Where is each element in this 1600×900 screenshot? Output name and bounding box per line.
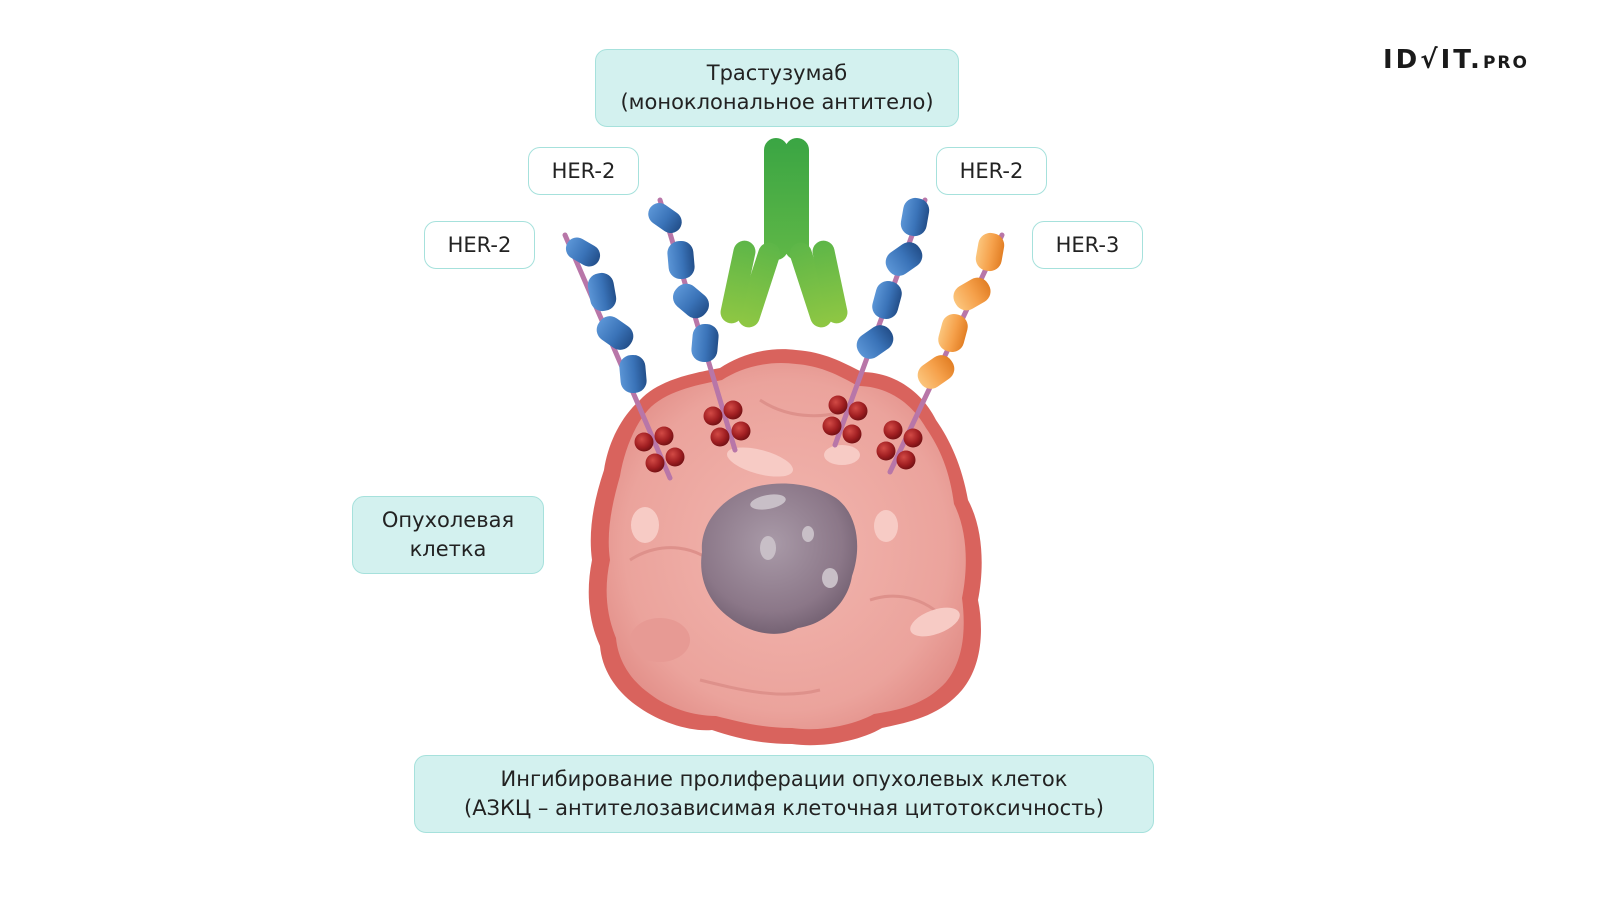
kinase-dot	[903, 428, 923, 448]
antibody-light-chain	[812, 240, 848, 324]
her2-label-text: HER-2	[551, 158, 616, 183]
kinase-dot	[654, 426, 674, 446]
receptor-domain	[975, 232, 1005, 272]
tumor-label-line1: Опухолевая	[381, 508, 515, 532]
nucleus-highlight	[802, 526, 814, 542]
antibody-arm	[737, 242, 781, 328]
antibody-heavy-chain	[785, 138, 809, 260]
her2-label-text: HER-2	[447, 232, 512, 257]
her2-receptor-1	[562, 232, 685, 481]
kinase-dot	[645, 453, 665, 473]
kinase-dot	[731, 421, 751, 441]
receptor-domain	[953, 277, 991, 311]
her2-label-text: HER-2	[959, 158, 1024, 183]
kinase-dot	[842, 424, 862, 444]
receptor-domain	[856, 325, 894, 359]
receptor-domain	[619, 354, 647, 394]
antibody-label-line2: (моноклональное антитело)	[620, 90, 934, 114]
kinase-dot	[883, 420, 903, 440]
cell-highlight	[727, 447, 793, 477]
receptor-domain	[596, 316, 634, 350]
cell-highlight	[824, 445, 860, 465]
her2-label-center: HER-2	[528, 147, 639, 195]
logo-suffix: PRO	[1482, 53, 1529, 73]
nucleus-highlight	[750, 494, 786, 510]
receptor-domain	[900, 197, 930, 237]
kinase-dot	[634, 432, 654, 452]
her2-label-left: HER-2	[424, 221, 535, 269]
cell-highlight	[631, 507, 659, 543]
her2-receptor-3	[822, 197, 930, 448]
site-logo: ID√IT.PRO	[1383, 45, 1529, 75]
receptor-stalk	[657, 197, 738, 453]
receptor-domain	[917, 355, 955, 389]
nucleus-highlight	[822, 568, 838, 588]
trastuzumab-antibody	[720, 138, 848, 328]
receptor-domain	[648, 202, 682, 234]
receptor-domain	[587, 272, 617, 312]
her2-label-right: HER-2	[936, 147, 1047, 195]
her3-label-text: HER-3	[1055, 232, 1120, 257]
antibody-heavy-chain	[764, 138, 788, 260]
receptor-domain	[691, 323, 719, 363]
receptor-stalk	[832, 197, 928, 448]
result-label-line2: (АЗКЦ – антителозависимая клеточная цито…	[464, 796, 1104, 820]
antibody-arm	[789, 242, 833, 328]
result-label: Ингибирование пролиферации опухолевых кл…	[414, 755, 1154, 833]
result-label-line1: Ингибирование пролиферации опухолевых кл…	[500, 767, 1068, 791]
receptor-domain	[938, 313, 968, 353]
cell-highlight	[910, 607, 960, 637]
cell-highlight	[630, 618, 690, 662]
receptor-domain	[672, 283, 710, 319]
kinase-dot	[665, 447, 685, 467]
receptor-domain	[885, 242, 923, 276]
kinase-dot	[876, 441, 896, 461]
kinase-dot	[703, 406, 723, 426]
nucleus-highlight	[760, 536, 776, 560]
antibody-light-chain	[720, 240, 756, 324]
tumor-nucleus	[701, 483, 858, 634]
her2-receptor-2	[648, 197, 751, 453]
receptor-stalk	[562, 232, 673, 481]
tumor-cell-label: Опухолевая клетка	[352, 496, 544, 574]
kinase-dot	[896, 450, 916, 470]
her3-receptor	[876, 232, 1005, 475]
cell-highlight	[874, 510, 898, 542]
tumor-label-line2: клетка	[409, 537, 487, 561]
receptor-domain	[565, 237, 601, 267]
kinase-dot	[848, 401, 868, 421]
logo-main: ID√IT.	[1383, 45, 1483, 75]
her3-label: HER-3	[1032, 221, 1143, 269]
antibody-label: Трастузумаб (моноклональное антитело)	[595, 49, 959, 127]
antibody-label-line1: Трастузумаб	[706, 61, 848, 85]
receptor-domain	[667, 240, 695, 280]
kinase-dot	[828, 395, 848, 415]
cell-fold	[699, 678, 821, 696]
receptor-domain	[872, 280, 902, 320]
kinase-dot	[723, 400, 743, 420]
kinase-dot	[710, 427, 730, 447]
kinase-dot	[822, 416, 842, 436]
